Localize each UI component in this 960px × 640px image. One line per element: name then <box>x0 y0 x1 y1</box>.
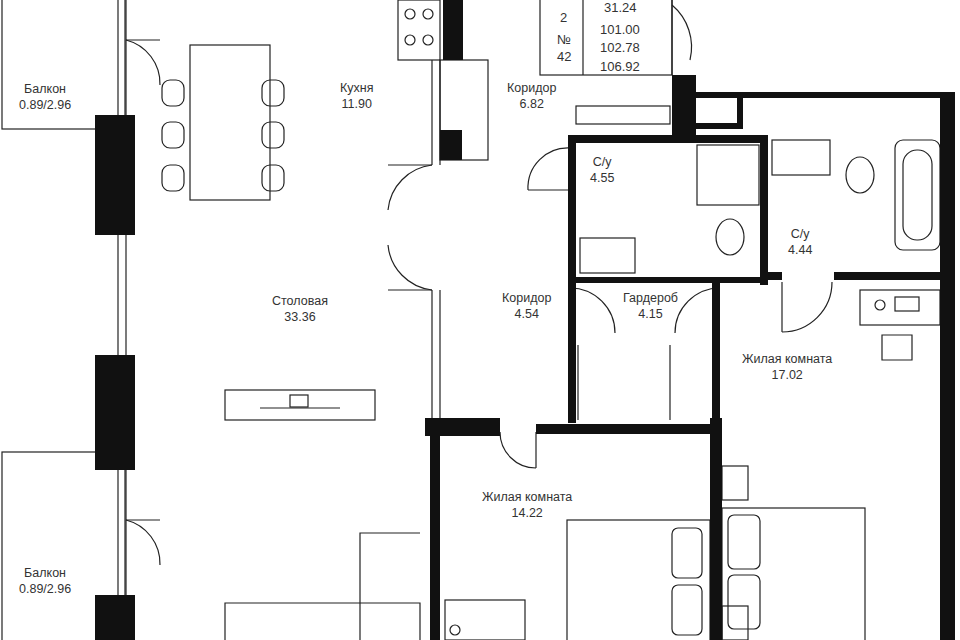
room-name: Гардероб <box>623 290 678 306</box>
room-label: Балкон0.89/2.96 <box>19 565 71 597</box>
room-name: Жилая комната <box>482 489 572 505</box>
room-name: Балкон <box>19 81 71 97</box>
room-name: Жилая комната <box>742 351 832 367</box>
room-name: Коридор <box>502 290 551 306</box>
room-area: 33.36 <box>272 309 328 325</box>
room-label: Жилая комната17.02 <box>742 351 832 383</box>
room-name: С/у <box>590 154 614 170</box>
apartment-info: 2 <box>560 10 567 26</box>
room-area: 17.02 <box>742 367 832 383</box>
apartment-info: 42 <box>557 49 571 65</box>
apartment-info: № <box>557 32 571 48</box>
room-label: Балкон0.89/2.96 <box>19 81 71 113</box>
room-label: Коридор4.54 <box>502 290 551 322</box>
room-label: С/у4.44 <box>788 226 812 258</box>
room-label: Коридор6.82 <box>507 80 556 112</box>
room-name: Кухня <box>340 80 373 96</box>
room-label: Кухня11.90 <box>340 80 373 112</box>
apartment-info: 106.92 <box>600 59 640 75</box>
room-area: 4.54 <box>502 306 551 322</box>
room-area: 0.89/2.96 <box>19 97 71 113</box>
room-area: 11.90 <box>340 96 373 112</box>
room-label: Столовая33.36 <box>272 293 328 325</box>
room-area: 14.22 <box>482 505 572 521</box>
room-area: 4.44 <box>788 242 812 258</box>
apartment-info: 31.24 <box>604 0 637 16</box>
room-label: Гардероб4.15 <box>623 290 678 322</box>
apartment-info: 101.00 <box>600 22 640 38</box>
room-area: 6.82 <box>507 96 556 112</box>
room-name: Балкон <box>19 565 71 581</box>
room-name: С/у <box>788 226 812 242</box>
room-area: 4.55 <box>590 170 614 186</box>
balcony-outline <box>2 0 125 129</box>
room-label: С/у4.55 <box>590 154 614 186</box>
room-name: Столовая <box>272 293 328 309</box>
room-name: Коридор <box>507 80 556 96</box>
room-area: 4.15 <box>623 306 678 322</box>
room-label: Жилая комната14.22 <box>482 489 572 521</box>
room-area: 0.89/2.96 <box>19 581 71 597</box>
apartment-info: 102.78 <box>600 40 640 56</box>
